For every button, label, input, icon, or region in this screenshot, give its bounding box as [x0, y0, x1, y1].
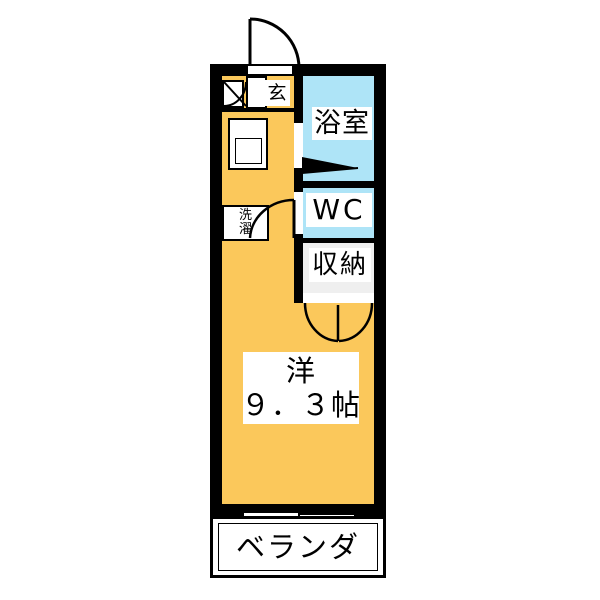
- toilet-label: WC: [306, 193, 372, 227]
- bath-folding-door-icon[interactable]: [300, 154, 362, 176]
- entrance-threshold[interactable]: [248, 66, 292, 74]
- washer-label-line1: 洗: [238, 208, 252, 224]
- genkan-step-line: [222, 108, 294, 112]
- entrance-door-swing-icon: [248, 17, 301, 69]
- washer-label: 洗 濯: [226, 207, 265, 239]
- washer-label-line2: 濯: [238, 222, 252, 237]
- veranda-label: ベランダ: [235, 529, 360, 564]
- toilet-door-opening[interactable]: [294, 192, 303, 234]
- closet-label: 収納: [309, 248, 371, 282]
- corridor-partition-wall: [294, 76, 303, 303]
- closet-double-door-swing-icon[interactable]: [303, 302, 374, 343]
- veranda-inner-frame: [218, 523, 378, 571]
- main-room-label: 洋 ９．３帖: [241, 352, 362, 424]
- entry-closet-door-swing-icon: [223, 81, 247, 107]
- hall-door-swing-icon[interactable]: [248, 198, 297, 240]
- main-room-label-line2: ９．３帖: [241, 388, 362, 422]
- wc-closet-partition-wall: [294, 238, 374, 243]
- kitchen-sink-basin: [235, 138, 262, 164]
- bath-door-opening[interactable]: [294, 123, 303, 168]
- bath-wc-partition-wall: [294, 181, 374, 188]
- closet-door-opening[interactable]: [303, 293, 374, 303]
- bathroom-label: 浴室: [312, 107, 372, 140]
- washer-space: [222, 205, 269, 241]
- main-room-label-line1: 洋: [285, 353, 316, 388]
- genkan-label: 玄: [264, 80, 290, 106]
